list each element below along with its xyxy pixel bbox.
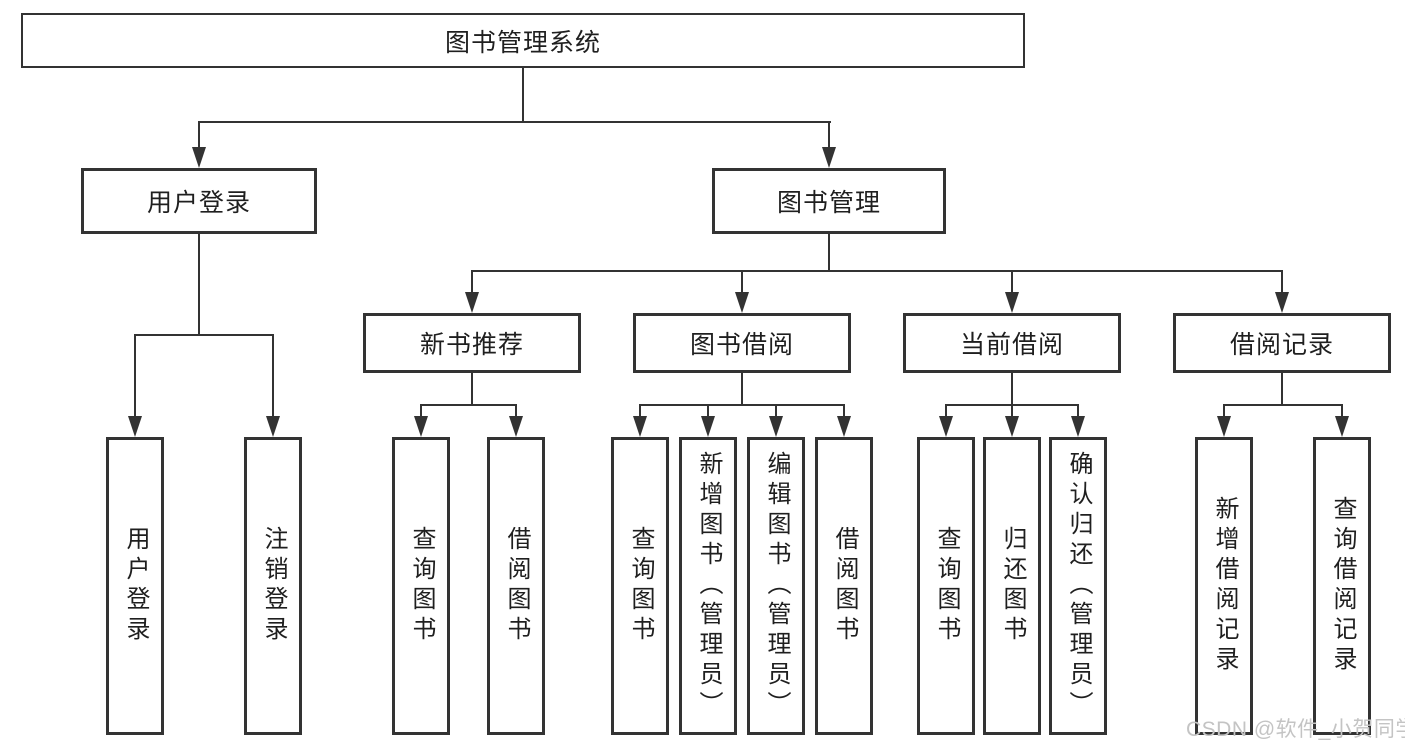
leaf-current-return-label: 归还图书 (999, 526, 1026, 646)
leaf-newbook-borrow: 借阅图书 (487, 437, 545, 735)
node-book-management-label: 图书管理 (776, 189, 881, 217)
leaf-current-return: 归还图书 (983, 437, 1041, 735)
leaf-logout-label: 注销登录 (260, 526, 287, 646)
connector-line (775, 404, 777, 418)
node-book-management: 图书管理 (712, 168, 946, 234)
connector-line (843, 404, 845, 418)
arrow-down-icon (509, 416, 523, 437)
arrow-down-icon (465, 292, 479, 313)
node-current-borrow: 当前借阅 (903, 313, 1121, 373)
arrow-down-icon (1217, 416, 1231, 437)
connector-line (471, 373, 473, 406)
leaf-borrow-add-book-label: 新增图书（管理员） (695, 451, 722, 721)
arrow-down-icon (1071, 416, 1085, 437)
leaf-current-confirm-return: 确认归还（管理员） (1049, 437, 1107, 735)
connector-line (420, 404, 517, 406)
leaf-record-add-label: 新增借阅记录 (1211, 496, 1238, 676)
node-root-label: 图书管理系统 (444, 28, 601, 57)
connector-line (1281, 373, 1283, 406)
connector-line (1281, 270, 1283, 294)
leaf-newbook-borrow-label: 借阅图书 (503, 526, 530, 646)
node-book-borrow-label: 图书借阅 (689, 331, 794, 359)
node-book-borrow: 图书借阅 (633, 313, 851, 373)
arrow-down-icon (939, 416, 953, 437)
connector-line (741, 270, 743, 294)
connector-line (639, 404, 845, 406)
leaf-record-add: 新增借阅记录 (1195, 437, 1253, 735)
connector-line (707, 404, 709, 418)
node-new-book-recommend-label: 新书推荐 (419, 331, 524, 359)
connector-line (639, 404, 641, 418)
arrow-down-icon (128, 416, 142, 437)
arrow-down-icon (701, 416, 715, 437)
leaf-current-query: 查询图书 (917, 437, 975, 735)
connector-line (471, 270, 473, 294)
connector-line (1341, 404, 1343, 418)
node-new-book-recommend: 新书推荐 (363, 313, 581, 373)
leaf-newbook-query: 查询图书 (392, 437, 450, 735)
connector-line (198, 234, 200, 336)
connector-line (198, 121, 200, 149)
leaf-borrow-query-label: 查询图书 (627, 526, 654, 646)
connector-line (1223, 404, 1343, 406)
leaf-borrow-edit-book: 编辑图书（管理员） (747, 437, 805, 735)
connector-line (828, 121, 830, 149)
leaf-record-query-label: 查询借阅记录 (1329, 496, 1356, 676)
arrow-down-icon (735, 292, 749, 313)
arrow-down-icon (1005, 416, 1019, 437)
connector-line (134, 334, 274, 336)
connector-line (471, 270, 1283, 272)
arrow-down-icon (1335, 416, 1349, 437)
connector-line (515, 404, 517, 418)
leaf-borrow-query: 查询图书 (611, 437, 669, 735)
arrow-down-icon (192, 147, 206, 168)
leaf-record-query: 查询借阅记录 (1313, 437, 1371, 735)
leaf-borrow-add-book: 新增图书（管理员） (679, 437, 737, 735)
node-root: 图书管理系统 (21, 13, 1025, 68)
leaf-logout: 注销登录 (244, 437, 302, 735)
leaf-current-query-label: 查询图书 (933, 526, 960, 646)
node-user-login-label: 用户登录 (146, 189, 251, 217)
leaf-borrow-borrow-book-label: 借阅图书 (831, 526, 858, 646)
connector-line (828, 234, 830, 272)
connector-line (272, 334, 274, 418)
connector-line (1011, 373, 1013, 406)
leaf-user-login-label: 用户登录 (122, 526, 149, 646)
arrow-down-icon (633, 416, 647, 437)
connector-line (945, 404, 947, 418)
connector-line (1223, 404, 1225, 418)
connector-line (198, 121, 831, 123)
connector-line (522, 68, 524, 123)
arrow-down-icon (822, 147, 836, 168)
arrow-down-icon (1005, 292, 1019, 313)
connector-line (1077, 404, 1079, 418)
node-user-login: 用户登录 (81, 168, 317, 234)
arrow-down-icon (837, 416, 851, 437)
leaf-current-confirm-return-label: 确认归还（管理员） (1065, 451, 1092, 721)
arrow-down-icon (769, 416, 783, 437)
connector-line (741, 373, 743, 406)
leaf-user-login: 用户登录 (106, 437, 164, 735)
connector-line (134, 334, 136, 418)
node-borrow-record-label: 借阅记录 (1229, 331, 1334, 359)
node-current-borrow-label: 当前借阅 (959, 331, 1064, 359)
leaf-borrow-borrow-book: 借阅图书 (815, 437, 873, 735)
csdn-watermark: CSDN @软件_小贺同学 (1186, 718, 1405, 741)
node-borrow-record: 借阅记录 (1173, 313, 1391, 373)
leaf-newbook-query-label: 查询图书 (408, 526, 435, 646)
arrow-down-icon (414, 416, 428, 437)
connector-line (420, 404, 422, 418)
arrow-down-icon (266, 416, 280, 437)
connector-line (1011, 270, 1013, 294)
leaf-borrow-edit-book-label: 编辑图书（管理员） (763, 451, 790, 721)
connector-line (1011, 404, 1013, 418)
arrow-down-icon (1275, 292, 1289, 313)
